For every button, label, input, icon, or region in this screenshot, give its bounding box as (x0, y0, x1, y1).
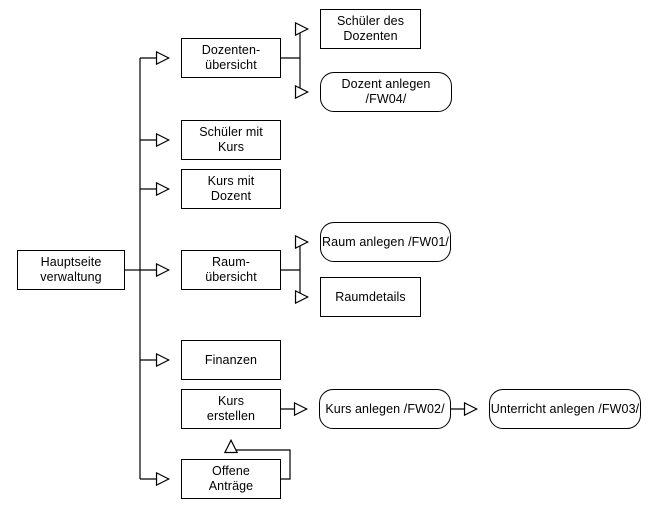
node-label: Kurs anlegen /FW02/ (325, 401, 445, 416)
node-label: Kurs mit Dozent (207, 174, 255, 203)
node-raum-uebersicht[interactable]: Raum- übersicht (181, 250, 281, 290)
node-label: Kurs erstellen (206, 394, 256, 423)
node-kurs-mit-dozent[interactable]: Kurs mit Dozent (181, 169, 281, 209)
node-label: Schüler des Dozenten (336, 14, 405, 43)
node-label: Offene Anträge (208, 464, 254, 493)
node-label: Dozenten- übersicht (201, 43, 261, 72)
node-unterricht-anlegen-fw03[interactable]: Unterricht anlegen /FW03/ (489, 389, 641, 429)
node-schueler-des-dozenten[interactable]: Schüler des Dozenten (320, 9, 421, 49)
node-kurs-anlegen-fw02[interactable]: Kurs anlegen /FW02/ (319, 389, 451, 429)
node-offene-antraege[interactable]: Offene Anträge (181, 459, 281, 499)
edge-offene-antraege-kurs-erstellen (231, 440, 291, 480)
node-label: Raumdetails (335, 289, 406, 304)
node-kurs-erstellen[interactable]: Kurs erstellen (181, 389, 281, 429)
node-label: Dozent anlegen /FW04/ (341, 77, 431, 106)
node-label: Finanzen (204, 352, 258, 367)
node-dozenten-uebersicht[interactable]: Dozenten- übersicht (181, 38, 281, 78)
node-hauptseite-verwaltung[interactable]: Hauptseite verwaltung (17, 250, 125, 290)
node-label: Raum anlegen /FW01/ (322, 234, 449, 249)
node-dozent-anlegen-fw04[interactable]: Dozent anlegen /FW04/ (320, 72, 452, 112)
node-label: Raum- übersicht (205, 255, 257, 284)
node-label: Hauptseite verwaltung (40, 255, 102, 284)
node-label: Unterricht anlegen /FW03/ (490, 401, 640, 416)
node-raumdetails[interactable]: Raumdetails (320, 277, 421, 317)
node-schueler-mit-kurs[interactable]: Schüler mit Kurs (181, 120, 281, 160)
node-label: Schüler mit Kurs (199, 125, 263, 154)
node-raum-anlegen-fw01[interactable]: Raum anlegen /FW01/ (320, 222, 451, 262)
node-finanzen[interactable]: Finanzen (181, 340, 281, 380)
